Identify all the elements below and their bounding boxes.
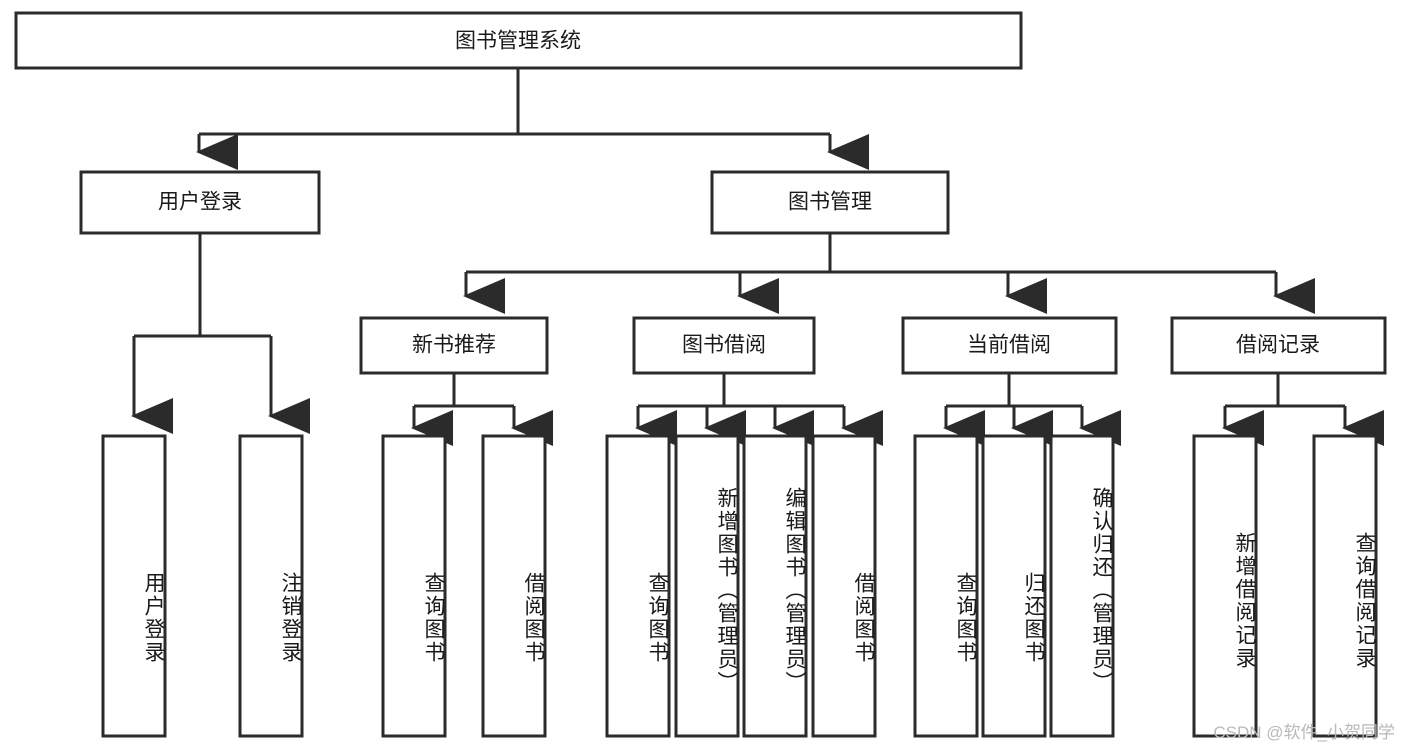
node-borrow-record[interactable]: 借阅记录 [1170,316,1387,375]
leaf-box[interactable] [238,434,304,738]
leaf-box[interactable] [913,434,979,738]
leaf-box[interactable] [1192,434,1258,738]
connector-book-manage-to-level3 [463,233,1315,314]
connector-book-borrow-to-leaves [635,373,883,446]
leaf-label-query-borrow-record: 查询借阅记录 [1353,532,1376,670]
leaf-box[interactable] [481,434,547,738]
leaf-label-add-book-admin: 新增图书（管理员） [715,486,738,694]
node-current-borrow[interactable]: 当前借阅 [901,316,1118,375]
node-user-login-label: 用户登录 [158,191,242,214]
connector-borrow-record-to-leaves [1222,373,1384,446]
leaf-label-edit-book-admin: 编辑图书（管理员） [783,486,806,694]
leaf-box[interactable] [381,434,447,738]
leaf-label-logout: 注销登录 [279,572,302,664]
node-new-book-recommend[interactable]: 新书推荐 [359,316,549,375]
leaf-box[interactable] [742,434,808,738]
connector-current-borrow-to-leaves [943,373,1121,446]
connector-new-book-recommend-to-leaves [411,373,553,446]
node-current-borrow-label: 当前借阅 [967,334,1051,357]
node-new-book-recommend-label: 新书推荐 [412,334,496,357]
node-root-label: 图书管理系统 [455,30,581,53]
leaf-label-user-login: 用户登录 [142,572,165,664]
node-book-manage-label: 图书管理 [788,191,872,214]
leaf-box[interactable] [981,434,1047,738]
leaf-label-query-book-borrow: 查询图书 [646,572,669,664]
leaf-box[interactable] [1312,434,1378,738]
leaf-label-query-book-current: 查询图书 [954,572,977,664]
leaf-label-query-book-rec: 查询图书 [422,572,445,664]
leaf-boxes [101,434,1378,738]
leaf-box[interactable] [605,434,671,738]
node-root[interactable]: 图书管理系统 [14,11,1023,70]
node-borrow-record-label: 借阅记录 [1236,334,1320,357]
leaf-box[interactable] [1049,434,1115,738]
leaf-label-return-book: 归还图书 [1022,572,1045,664]
leaf-label-borrow-book-rec: 借阅图书 [522,572,545,664]
leaf-label-borrow-book: 借阅图书 [852,572,875,664]
node-book-manage[interactable]: 图书管理 [710,170,950,235]
node-book-borrow[interactable]: 图书借阅 [632,316,816,375]
node-user-login[interactable]: 用户登录 [79,170,321,235]
leaf-box[interactable] [674,434,740,738]
connector-root-to-level2 [196,68,869,170]
leaf-label-add-borrow-record: 新增借阅记录 [1233,532,1256,670]
leaf-box[interactable] [101,434,167,738]
leaf-label-confirm-return-admin: 确认归还（管理员） [1090,486,1113,694]
leaf-box[interactable] [811,434,877,738]
node-book-borrow-label: 图书借阅 [682,334,766,357]
connector-user-login-to-leaves [131,233,310,434]
